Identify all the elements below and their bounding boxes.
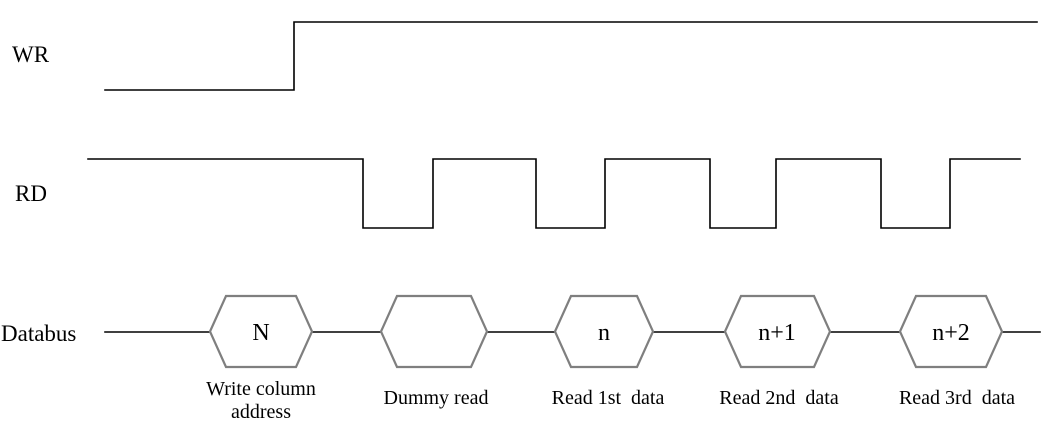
hexagon-outline — [553, 294, 655, 369]
hexagon-caption-line1: Read 3rd data — [899, 387, 1015, 409]
databus-hexagon-read-3rd: n+2 Read 3rd data — [898, 294, 1015, 409]
hexagon-outline — [898, 294, 1004, 369]
hexagon-value: n+2 — [932, 320, 970, 346]
hexagon-caption-line2: address — [231, 401, 291, 423]
databus-hexagon-read-1st: n Read 1st data — [552, 294, 665, 409]
hexagon-value: n — [598, 320, 610, 346]
hexagon-caption-line1: Write column — [206, 378, 316, 400]
hexagon-outline — [379, 294, 489, 369]
wr-waveform — [104, 21, 1038, 91]
hexagon-value: N — [252, 320, 269, 346]
rd-signal-label: RD — [15, 181, 47, 206]
databus-label: Databus — [1, 321, 76, 346]
databus-hexagon-write-address: N Write column address — [206, 294, 316, 423]
hexagon-outline — [723, 294, 832, 369]
rd-waveform — [87, 158, 1021, 229]
databus-hexagon-read-2nd: n+1 Read 2nd data — [719, 294, 839, 409]
hexagon-caption-line1: Dummy read — [384, 387, 489, 409]
hexagon-caption-line1: Read 1st data — [552, 387, 665, 409]
hexagon-caption-line1: Read 2nd data — [719, 387, 839, 409]
hexagon-outline — [208, 294, 314, 369]
wr-signal-label: WR — [12, 42, 50, 67]
databus-hexagon-dummy-read: Dummy read — [379, 294, 489, 409]
hexagon-value: n+1 — [758, 320, 796, 346]
